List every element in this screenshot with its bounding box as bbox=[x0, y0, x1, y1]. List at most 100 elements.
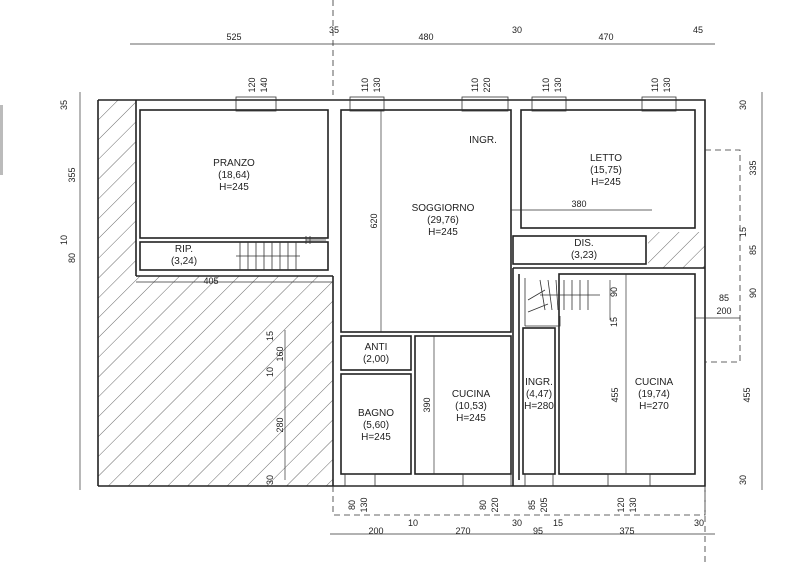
dim-label: 95 bbox=[533, 526, 543, 536]
room-area: (4,47) bbox=[526, 389, 552, 400]
dim-label: 220 bbox=[482, 77, 492, 92]
dim-label: 130 bbox=[662, 77, 672, 92]
room-area: (18,64) bbox=[218, 170, 250, 181]
dim-label: 110 bbox=[470, 78, 480, 92]
room-height: H=245 bbox=[361, 432, 391, 443]
dim-label: 110 bbox=[541, 78, 551, 92]
dim-label: 355 bbox=[67, 167, 77, 182]
room-height: H=245 bbox=[428, 227, 458, 238]
room-height: H=270 bbox=[639, 401, 669, 412]
dim-label: 10 bbox=[59, 235, 69, 245]
dim-label: 280 bbox=[275, 417, 285, 432]
room-name: ANTI bbox=[365, 342, 388, 353]
dim-label: 130 bbox=[628, 497, 638, 512]
bottom-dimensions: 200 10 270 30 95 15 375 30 bbox=[368, 518, 704, 536]
dim-label: 200 bbox=[368, 526, 383, 536]
dim-label: 90 bbox=[748, 288, 758, 298]
room-texts: PRANZO (18,64) H=245 SOGGIORNO (29,76) H… bbox=[171, 135, 674, 443]
bagno-room bbox=[340, 373, 412, 475]
room-area: (19,74) bbox=[638, 389, 670, 400]
room-name: PRANZO bbox=[213, 158, 255, 169]
disimpegno-room bbox=[512, 235, 647, 265]
dim-label: 380 bbox=[571, 199, 586, 209]
dim-label: 220 bbox=[490, 497, 500, 512]
dim-label: 335 bbox=[748, 160, 758, 175]
dim-label: 30 bbox=[512, 518, 522, 528]
room-name: DIS. bbox=[574, 238, 593, 249]
dim-label: 390 bbox=[422, 397, 432, 412]
dim-label: 130 bbox=[372, 77, 382, 92]
dim-label: 480 bbox=[418, 32, 433, 42]
room-height: H=280 bbox=[524, 401, 554, 412]
room-area: (5,60) bbox=[363, 420, 389, 431]
dim-label: 30 bbox=[512, 25, 522, 35]
cucina2-room bbox=[558, 273, 696, 475]
room-name: RIP. bbox=[175, 244, 193, 255]
dim-label: 30 bbox=[738, 100, 748, 110]
room-area: (15,75) bbox=[590, 165, 622, 176]
room-area: (3,23) bbox=[571, 250, 597, 261]
margin-mark bbox=[0, 105, 3, 175]
window-dimensions: 120 140 110 130 110 220 110 130 110 130 … bbox=[247, 77, 672, 512]
dim-label: 80 bbox=[478, 500, 488, 510]
dim-label: 85 bbox=[527, 500, 537, 510]
dim-label: 15 bbox=[738, 227, 748, 237]
room-area: (2,00) bbox=[363, 354, 389, 365]
dim-label: 200 bbox=[716, 306, 731, 316]
exterior-dimension-lines bbox=[79, 43, 763, 535]
dim-label: 270 bbox=[455, 526, 470, 536]
room-name: CUCINA bbox=[635, 377, 674, 388]
dim-label: 45 bbox=[693, 25, 703, 35]
dim-label: 130 bbox=[553, 77, 563, 92]
pranzo-room bbox=[139, 109, 329, 239]
room-name: SOGGIORNO bbox=[412, 203, 475, 214]
dashed-projections bbox=[332, 0, 741, 562]
dim-label: 15 bbox=[609, 317, 619, 327]
dim-label: 90 bbox=[609, 287, 619, 297]
room-height: H=245 bbox=[219, 182, 249, 193]
dim-label: 15 bbox=[553, 518, 563, 528]
hatched-small-area bbox=[648, 232, 705, 268]
room-name: INGR. bbox=[525, 377, 553, 388]
anti-room bbox=[340, 335, 412, 371]
dim-label: 80 bbox=[67, 253, 77, 263]
room-area: (3,24) bbox=[171, 256, 197, 267]
stairs-ingresso bbox=[524, 278, 600, 327]
dim-label: 405 bbox=[203, 276, 218, 286]
room-height: H=245 bbox=[456, 413, 486, 424]
left-dimensions: 35 355 10 80 15 160 10 280 30 bbox=[59, 100, 285, 485]
dim-label: 85 bbox=[748, 245, 758, 255]
soggiorno-room bbox=[340, 109, 512, 333]
room-area: (29,76) bbox=[427, 215, 459, 226]
dim-label: 120 bbox=[247, 77, 257, 92]
ingresso-label: INGR. bbox=[469, 135, 497, 146]
letto-room bbox=[520, 109, 696, 229]
dim-label: 110 bbox=[650, 78, 660, 92]
top-dimensions: 525 35 480 30 470 45 bbox=[226, 25, 703, 42]
dim-label: 10 bbox=[408, 518, 418, 528]
dim-label: 80 bbox=[347, 500, 357, 510]
dim-label: 525 bbox=[226, 32, 241, 42]
dim-label: 205 bbox=[539, 497, 549, 512]
interior-dimensions: 620 380 405 390 455 90 15 85 200 bbox=[203, 199, 731, 413]
stairs-rip bbox=[236, 236, 326, 270]
ripostiglio-room bbox=[139, 241, 329, 271]
dim-label: 120 bbox=[616, 497, 626, 512]
room-area: (10,53) bbox=[455, 401, 487, 412]
dim-label: 30 bbox=[694, 518, 704, 528]
room-name: CUCINA bbox=[452, 389, 491, 400]
dim-label: 160 bbox=[275, 346, 285, 361]
dim-label: 455 bbox=[742, 387, 752, 402]
dim-label: 620 bbox=[369, 213, 379, 228]
windows bbox=[235, 96, 677, 487]
right-dimensions: 30 335 15 85 90 455 30 bbox=[738, 100, 758, 485]
dim-label: 30 bbox=[738, 475, 748, 485]
dim-label: 30 bbox=[265, 475, 275, 485]
interior-dimension-lines bbox=[136, 110, 740, 480]
dim-label: 375 bbox=[619, 526, 634, 536]
hatched-outdoor-area bbox=[98, 100, 333, 486]
dim-label: 455 bbox=[610, 387, 620, 402]
dim-label: 470 bbox=[598, 32, 613, 42]
dim-label: 35 bbox=[59, 100, 69, 110]
